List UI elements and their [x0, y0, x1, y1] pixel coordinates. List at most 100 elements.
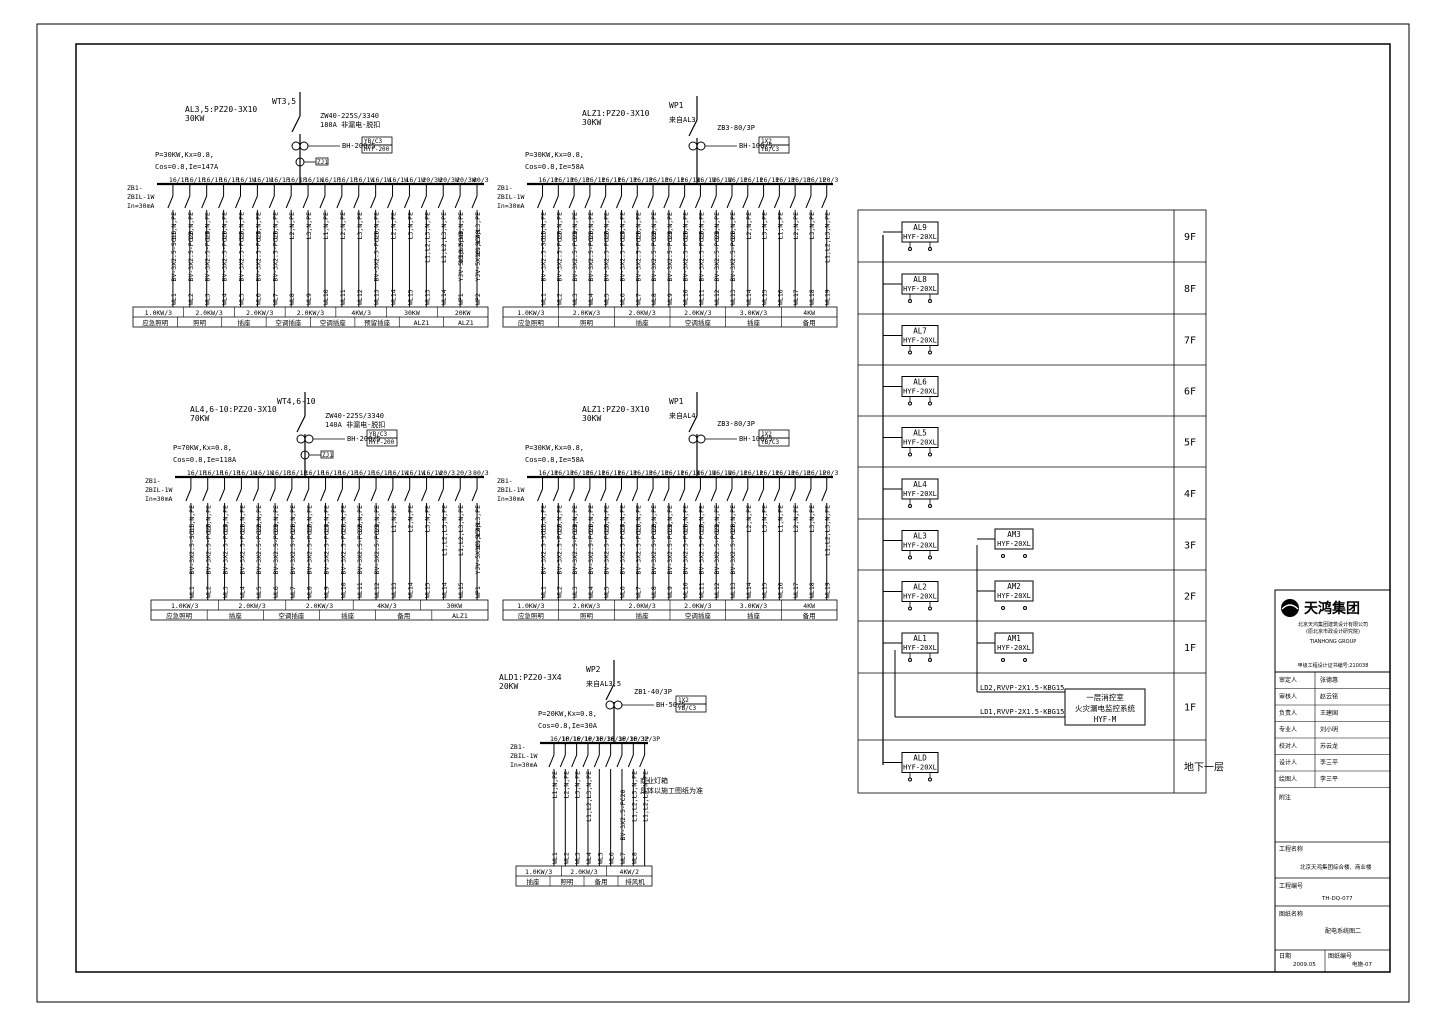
branch-switch	[336, 488, 343, 502]
branch-phase: L2,N,PE	[288, 212, 296, 239]
load-use: 插座	[341, 611, 355, 620]
branch-switch	[251, 195, 258, 209]
feeder-label: WT3,5	[272, 97, 296, 106]
branch-circuit-id: WL7	[619, 852, 627, 864]
branch-phase: L2,N,PE	[792, 505, 800, 532]
branch-phase: L1,N,PE	[289, 505, 297, 532]
branch-circuit-id: WL17	[792, 582, 800, 598]
load-rating: 2.0KW/3	[306, 602, 333, 610]
main-switch	[296, 415, 306, 433]
branch-circuit-id: WL5	[603, 293, 611, 305]
branch-circuit-id: WL4	[585, 852, 593, 864]
box-model: HYF-20XL	[903, 644, 937, 652]
branch-phase: L1,N,PE	[776, 212, 784, 239]
branch-circuit-id: WL16	[776, 289, 784, 305]
branch-phase: L1,L2,L3,N,PE	[642, 771, 650, 822]
tb-row-label: 绘图人	[1279, 775, 1297, 783]
tb-row-value: 李三平	[1320, 775, 1338, 783]
load-calc-1: P=20KW,Kx=0.8,	[538, 710, 597, 718]
branch-breaker-rating: 16/1W	[712, 176, 732, 184]
branch-switch	[167, 195, 174, 209]
meter-box-label: 1X2	[761, 431, 772, 438]
branch-phase: L1,N,PE	[373, 212, 381, 239]
branch-circuit-id: WL14	[407, 582, 415, 598]
branch-switch	[616, 754, 623, 768]
rcd-label-2: ZBIL-1W	[510, 752, 537, 760]
branch-circuit-id: WL3	[571, 586, 579, 598]
panel-note-1: 商业灯箱	[640, 776, 668, 785]
branch-breaker-rating: 16/1W	[681, 176, 701, 184]
box-name: AM3	[1007, 530, 1021, 539]
branch-circuit-id: WL7	[271, 293, 279, 305]
branch-phase: L1,L2,L3,N,PE	[440, 505, 448, 556]
branch-circuit-id: WL1	[170, 293, 178, 305]
branch-cable: BV-3X2.5-PC20	[697, 523, 705, 574]
branch-phase: L3,N,PE	[713, 212, 721, 239]
terminal-icon	[1001, 658, 1005, 662]
branch-cable: BV-3X2.5-PC20	[666, 230, 674, 281]
branch-phase: L2,N,PE	[745, 505, 753, 532]
branch-phase: L1,N,PE	[587, 212, 595, 239]
branch-circuit-id: WL11	[697, 289, 705, 305]
branch-phase: L1,L2,L3,PE	[474, 505, 482, 548]
branch-switch	[647, 488, 654, 502]
branch-phase: L3,N,PE	[713, 505, 721, 532]
feeder-label: WP2	[586, 665, 601, 674]
company-sub-3: TIANHONG GROUP	[1309, 639, 1357, 645]
spd-box	[320, 450, 334, 459]
load-rating: 4KW/3	[377, 602, 397, 610]
branch-phase: L1,N,PE	[339, 505, 347, 532]
branch-circuit-id: WL1	[540, 586, 548, 598]
branch-breaker-rating: 16/1P	[728, 176, 748, 184]
branch-switch	[320, 488, 327, 502]
branch-cable: BV-3X2.5-PC20	[373, 523, 381, 574]
panel-header: AL3,5:PZ20-3X10	[185, 105, 257, 114]
main-breaker-sub: 140A 非漏电-脱扣	[325, 420, 385, 429]
branch-circuit-id: WL13	[729, 582, 737, 598]
meter-box-2-label: HYF-200	[364, 146, 390, 153]
branch-breaker-rating: 16/1P	[617, 469, 637, 477]
branch-phase: L1,L2,L3,N,PE	[824, 505, 832, 556]
box-model: HYF-20XL	[903, 285, 937, 293]
branch-switch	[679, 488, 686, 502]
branch-cable: BV-3X2.5-PC20	[255, 523, 263, 574]
branch-breaker-rating: 16/1W	[355, 176, 375, 184]
tb-drawing-value: 配电系统图二	[1325, 927, 1361, 935]
branch-circuit-id: WL15	[457, 582, 465, 598]
meter-box-2-label: HYF-200	[369, 439, 395, 446]
branch-cable: BV-3X2.5-PC20	[306, 523, 314, 574]
load-use: 应急照明	[166, 611, 193, 620]
branch-cable: BV-3X2.5-SC15	[540, 523, 548, 574]
branch-phase: L1,L2,L3,N,PE	[630, 771, 638, 822]
floor-label: 地下一层	[1184, 761, 1224, 774]
branch-switch	[537, 488, 543, 502]
terminal-icon	[928, 606, 932, 611]
ct-icon	[304, 434, 314, 444]
load-use: 插座	[527, 877, 541, 886]
company-sub-2: (原北京市政设计研究院)	[1306, 628, 1360, 635]
branch-switch	[404, 488, 411, 502]
branch-cable: BV-3X2.5-PC20	[603, 230, 611, 281]
tb-row-label: 审定人	[1279, 676, 1297, 684]
branch-circuit-id: WL6	[618, 293, 626, 305]
branch-cable: BV-3X2.5-SC15	[170, 230, 178, 281]
feeder-label: WT4,6-10	[277, 397, 316, 406]
rcd-label-1: ZB1-	[145, 477, 161, 485]
rcd-label-3: In=30mA	[510, 761, 537, 769]
branch-cable: BV-3X2.5-PC20	[205, 523, 213, 574]
company-name: 天鸿集团	[1304, 600, 1360, 617]
